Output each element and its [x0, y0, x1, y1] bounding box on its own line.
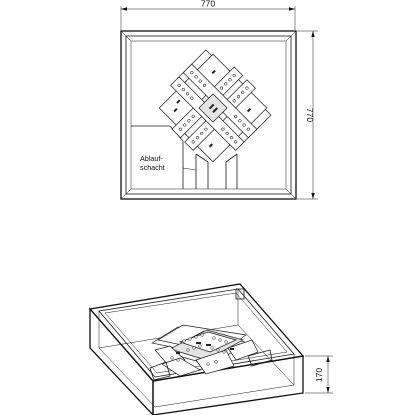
valve-plate-assembly: [158, 49, 272, 163]
plate-holes: [173, 69, 252, 148]
iso-height-dimension: 170: [305, 355, 333, 394]
tray-frame: [120, 30, 297, 200]
iso-height-dimension-text: 170: [314, 368, 324, 382]
top-view: 770 770: [120, 0, 318, 200]
drain-shaft-label-line2: schacht: [140, 163, 165, 172]
drain-shaft-label: Ablauf-: [140, 154, 163, 163]
height-dimension-text: 770: [305, 108, 315, 122]
width-dimension: 770: [120, 0, 296, 30]
height-dimension: 770: [297, 30, 318, 200]
iso-tray-box: [88, 283, 305, 415]
drain-shaft-outline: [131, 125, 238, 189]
width-dimension-text: 770: [201, 0, 215, 9]
isometric-view: 170: [88, 283, 333, 415]
iso-valve-assembly: [149, 324, 273, 381]
